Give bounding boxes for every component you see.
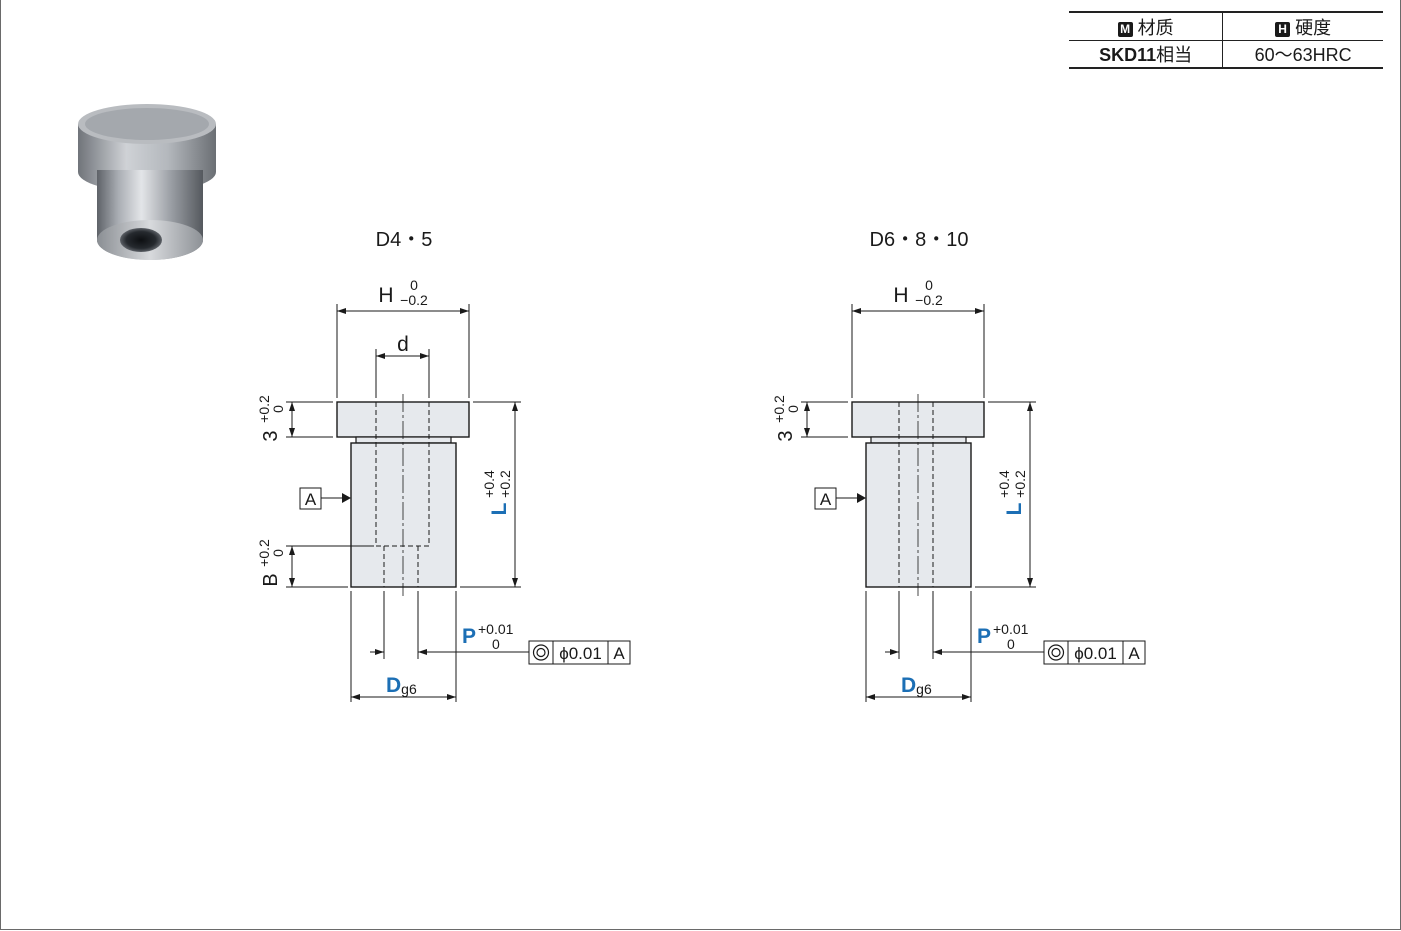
datum-triangle-icon (342, 493, 351, 503)
tolerance-frame (1043, 640, 1146, 665)
view-title: D6・8・10 (870, 229, 969, 251)
dg6-dim-arrow-left (351, 694, 360, 700)
datum-label: A (305, 490, 317, 509)
b-dim-base: B (260, 573, 282, 586)
p-dim-arrow-left (890, 649, 899, 655)
h-dim-arrow-left (337, 308, 346, 314)
h-dim-lower-tol: −0.2 (400, 292, 428, 308)
h-dim-arrow-right (975, 308, 984, 314)
h-dim-lower-tol: −0.2 (915, 292, 943, 308)
flange-dim-lower-tol: 0 (270, 405, 286, 413)
flange-dim-arrow-bottom (804, 428, 810, 437)
p-dim-letter: P (462, 625, 476, 648)
h-dim-letter: H (893, 284, 908, 307)
material-suffix: 相当 (1156, 45, 1193, 65)
b-dim-lower-tol: 0 (270, 549, 286, 557)
hardness-value: 60～63HRC (1254, 45, 1352, 65)
hardness-value-cell: 60～63HRC (1223, 41, 1383, 69)
p-dim-upper-tol: +0.01 (993, 621, 1029, 637)
l-dim-arrow-top (512, 402, 518, 411)
l-dim-lower-tol: +0.2 (1012, 470, 1028, 498)
tolerance-datum: A (1128, 644, 1140, 663)
tolerance-datum: A (613, 644, 625, 663)
material-value-cell: SKD11相当 (1069, 40, 1224, 68)
l-dim-upper-tol: +0.4 (481, 470, 497, 498)
datum-label: A (820, 490, 832, 509)
hardness-header: 硬度 (1295, 17, 1332, 38)
p-dim-arrow-right (933, 649, 942, 655)
flange-dim-base: 3 (260, 430, 282, 441)
h-dim-upper-tol: 0 (925, 277, 933, 293)
dg6-subscript: g6 (401, 681, 417, 697)
flange-dim-upper-tol: +0.2 (771, 395, 787, 423)
hardness-badge-icon: H (1275, 21, 1291, 37)
h-dim-arrow-left (852, 308, 861, 314)
material-value: SKD11 (1099, 45, 1157, 65)
h-dim-letter: H (378, 284, 393, 307)
l-dim-letter: L (1003, 502, 1026, 515)
l-dim-upper-tol: +0.4 (996, 470, 1012, 498)
dg6-label: Dg6 (386, 674, 417, 697)
b-dim-arrow-bottom (289, 578, 295, 587)
p-dim-arrow-right (418, 649, 427, 655)
b-dim-upper-tol: +0.2 (256, 539, 272, 567)
dg6-dim-arrow-right (447, 694, 456, 700)
b-dim-arrow-top (289, 546, 295, 555)
p-dim-arrow-left (375, 649, 384, 655)
flange-dim-upper-tol: +0.2 (256, 395, 272, 423)
p-dim-upper-tol: +0.01 (478, 621, 514, 637)
flange-dim-arrow-top (289, 402, 295, 411)
flange-dim-lower-tol: 0 (785, 405, 801, 413)
flange-dim-base: 3 (775, 430, 797, 441)
flange-dim-arrow-top (804, 402, 810, 411)
body-outline (350, 442, 457, 588)
l-dim-arrow-top (1027, 402, 1033, 411)
tolerance-frame (528, 640, 631, 665)
concentricity-outer-icon (1047, 644, 1065, 661)
p-dim-letter: P (977, 625, 991, 648)
dg6-dim-arrow-right (962, 694, 971, 700)
relief-groove (870, 436, 967, 444)
datum-triangle-icon (857, 493, 866, 503)
dg6-subscript: g6 (916, 681, 932, 697)
tolerance-value: ϕ0.01 (1074, 644, 1117, 663)
concentricity-inner-icon (536, 647, 546, 658)
dg6-label: Dg6 (901, 674, 932, 697)
material-badge-icon: M (1117, 21, 1133, 37)
p-dim-lower-tol: 0 (492, 636, 500, 652)
l-dim-arrow-bottom (1027, 578, 1033, 587)
dg6-letter: D (901, 674, 916, 697)
tolerance-value: ϕ0.01 (559, 644, 602, 663)
l-dim-lower-tol: +0.2 (497, 470, 513, 498)
material-header: 材质 (1137, 17, 1174, 38)
body-outline (865, 442, 972, 588)
l-dim-arrow-bottom (512, 578, 518, 587)
dg6-dim-arrow-left (866, 694, 875, 700)
concentricity-inner-icon (1051, 647, 1061, 658)
product-photo (78, 104, 216, 260)
concentricity-outer-icon (532, 644, 550, 661)
relief-groove (355, 436, 452, 444)
d-dim-arrow-left (376, 353, 385, 359)
p-dim-lower-tol: 0 (1007, 636, 1015, 652)
h-dim-upper-tol: 0 (410, 277, 418, 293)
view-title: D4・5 (376, 229, 433, 251)
dg6-letter: D (386, 674, 401, 697)
flange-dim-arrow-bottom (289, 428, 295, 437)
d-dim-arrow-right (420, 353, 429, 359)
h-dim-arrow-right (460, 308, 469, 314)
l-dim-letter: L (488, 502, 511, 515)
d-dim-label: d (397, 333, 409, 356)
